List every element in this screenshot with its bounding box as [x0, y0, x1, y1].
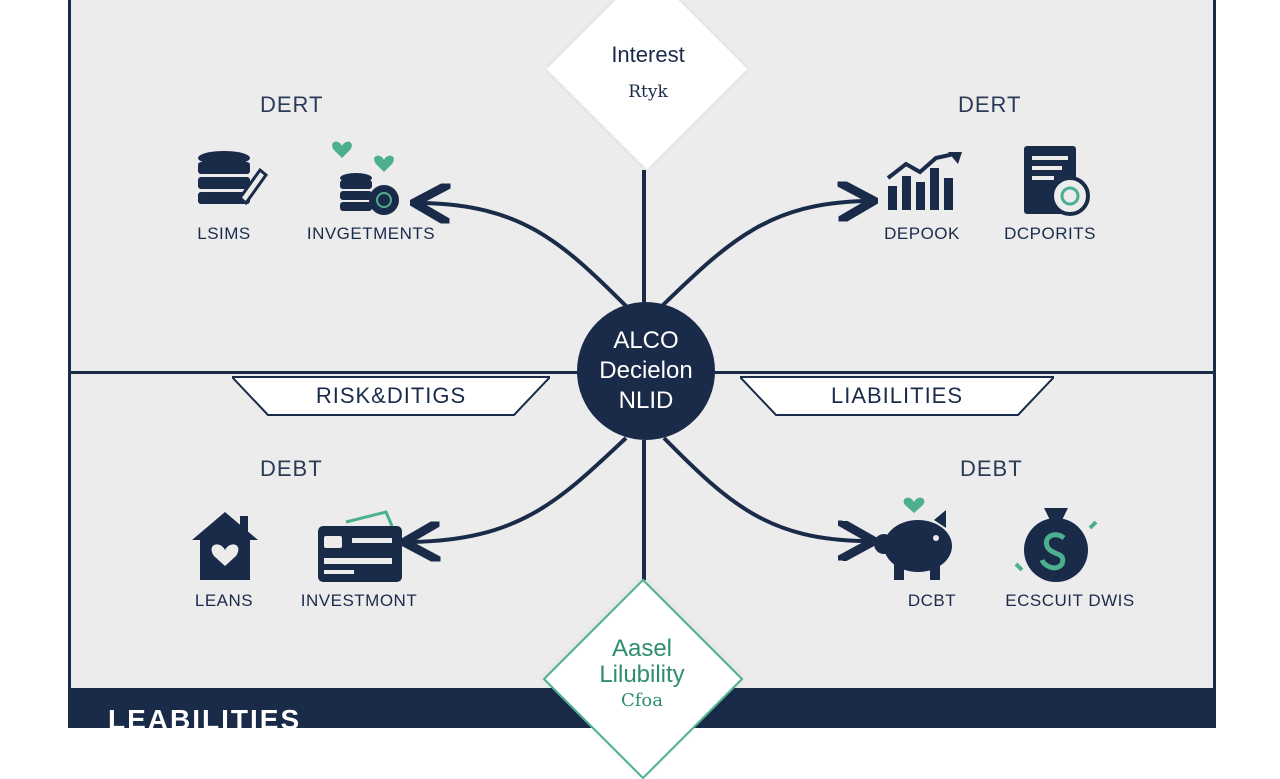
- top-right-item-2-label: DCPORITS: [1004, 224, 1096, 243]
- banner-right: LIABILITIES: [740, 375, 1054, 417]
- arrow-top-left: [422, 203, 628, 308]
- divider-left: [70, 371, 590, 374]
- top-right-item-1-label: DEPOOK: [884, 224, 960, 243]
- hub-line-1: ALCO: [613, 327, 679, 354]
- top-diamond-title: Interest: [611, 42, 685, 67]
- banner-left: RISK&DITIGS: [232, 375, 550, 417]
- money-bag-icon: [1014, 508, 1098, 582]
- top-left-heading: DERT: [260, 92, 324, 117]
- connector-lines: [0, 170, 1280, 580]
- top-left-item-1-label: LSIMS: [197, 224, 251, 243]
- bottom-diamond-line-3: Cfoa: [620, 690, 663, 711]
- banner-right-label: LIABILITIES: [830, 383, 964, 408]
- alco-hub: ALCO Decielon NLID: [577, 302, 715, 440]
- bottom-right-heading: DEBT: [960, 456, 1023, 481]
- bottom-left-item-1-label: LEANS: [194, 591, 254, 610]
- bottom-diamond-line-1: Aasel: [611, 635, 673, 662]
- arrow-bottom-right: [662, 436, 866, 541]
- credit-card-icon: [318, 510, 402, 582]
- bottom-diamond-line-2: Lilubility: [599, 661, 685, 688]
- document-gear-icon: [1024, 146, 1090, 216]
- arrow-bottom-left: [412, 436, 628, 542]
- growth-chart-icon: [886, 152, 962, 210]
- banner-left-label: RISK&DITIGS: [315, 383, 467, 408]
- footer-text: LEABILITIES: [108, 704, 302, 735]
- top-left-item-2-label: INVGETMENTS: [306, 224, 436, 243]
- top-right-heading: DERT: [958, 92, 1022, 117]
- hub-line-2: Decielon: [599, 357, 693, 384]
- bottom-right-item-1-label: DCBT: [907, 591, 957, 610]
- arrow-top-right: [660, 201, 866, 308]
- piggy-bank-icon: [874, 497, 952, 580]
- bottom-diamond-text: Aasel Lilubility Cfoa: [552, 636, 732, 714]
- divider-right: [705, 371, 1215, 374]
- database-pencil-icon: [198, 151, 268, 206]
- bottom-left-heading: DEBT: [260, 456, 323, 481]
- top-diamond-subtitle: Rtyk: [628, 82, 668, 102]
- hub-line-3: NLID: [618, 387, 674, 414]
- house-heart-icon: [192, 512, 258, 580]
- coins-heart-icon: [332, 141, 399, 215]
- bottom-left-item-2-label: INVESTMONT: [300, 591, 418, 610]
- bottom-right-item-2-label: ECSCUIT DWIS: [1005, 591, 1135, 610]
